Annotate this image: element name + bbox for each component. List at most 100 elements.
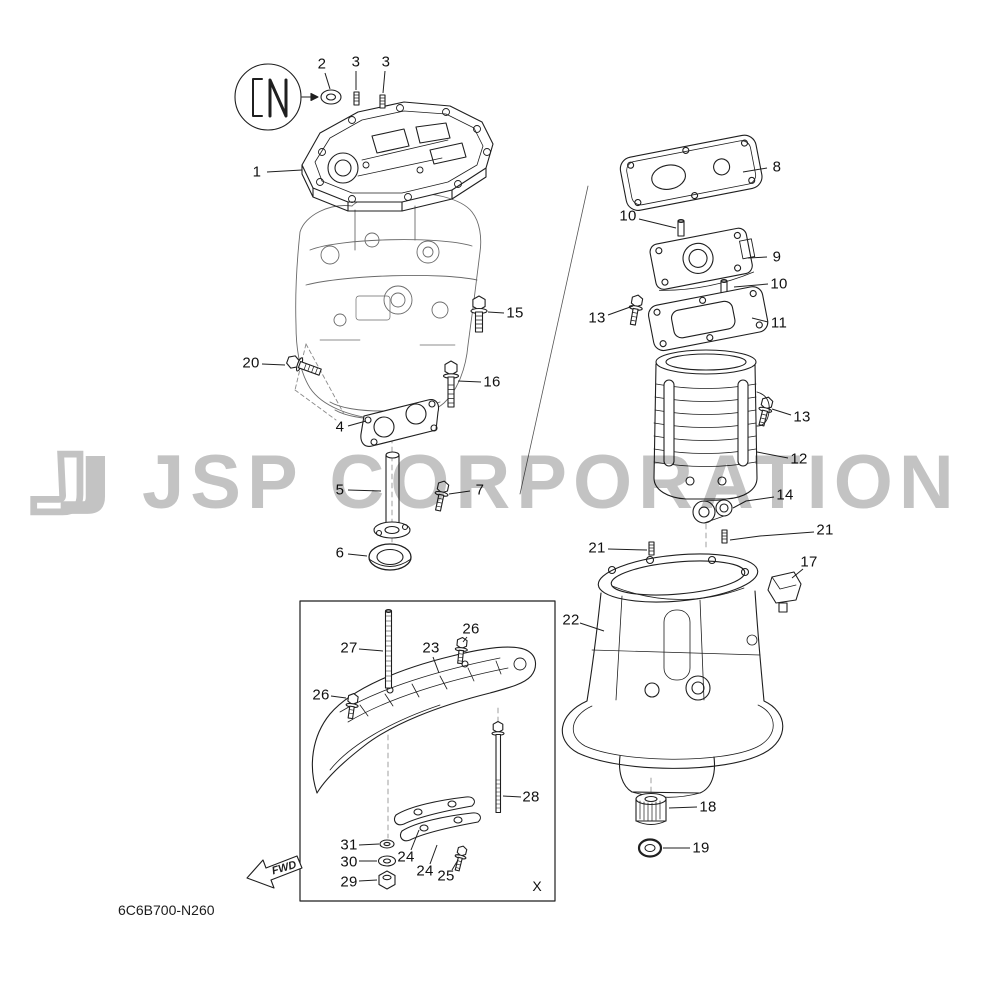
leader-line-26 <box>330 695 347 699</box>
part-21-studs <box>648 529 728 556</box>
callout-label-30: 30 <box>340 853 358 871</box>
leader-line-8 <box>742 167 768 173</box>
leader-line-16 <box>457 380 482 383</box>
leader-line-15 <box>487 311 505 314</box>
part-30-washer <box>377 855 397 867</box>
part-6-seal <box>368 543 412 571</box>
callout-label-10: 10 <box>619 207 637 225</box>
leader-line-4 <box>347 420 367 427</box>
leader-line-9 <box>747 256 768 259</box>
leader-line-10 <box>733 283 769 288</box>
leader-line-25 <box>451 859 459 871</box>
callout-label-9: 9 <box>772 248 782 266</box>
leader-line-17 <box>791 568 804 579</box>
leader-line-20 <box>261 363 286 366</box>
part-18-bushing <box>635 792 667 825</box>
leader-line-29 <box>358 879 378 882</box>
part-23-upper-casing <box>311 646 537 794</box>
callout-label-27: 27 <box>340 639 358 657</box>
drawing-code: 6C6B700-N260 <box>118 902 215 918</box>
part-28-bolt <box>491 720 505 814</box>
callout-label-18: 18 <box>699 798 717 816</box>
part-13-bolt-a <box>628 294 644 326</box>
part-2-washer <box>320 89 342 105</box>
callout-label-26: 26 <box>462 620 480 638</box>
leader-line-24 <box>410 829 420 851</box>
part-16-bolt <box>442 360 460 408</box>
callout-label-10: 10 <box>770 275 788 293</box>
leader-line-28 <box>502 795 522 798</box>
callout-label-7: 7 <box>475 481 485 499</box>
callout-label-26: 26 <box>312 686 330 704</box>
part-9-plate <box>649 227 756 291</box>
callout-label-14: 14 <box>776 486 794 504</box>
callout-label-3: 3 <box>351 53 361 71</box>
leader-line-26 <box>462 636 468 643</box>
callout-label-13: 13 <box>793 408 811 426</box>
leader-line-31 <box>358 843 380 846</box>
part-14-gasket <box>692 499 733 524</box>
callout-label-17: 17 <box>800 553 818 571</box>
part-17-damper <box>767 571 802 613</box>
callout-label-15: 15 <box>506 304 524 322</box>
callout-label-20: 20 <box>242 354 260 372</box>
leader-line-24 <box>429 844 438 865</box>
callout-label-21: 21 <box>816 521 834 539</box>
leader-line-6 <box>347 553 368 557</box>
part-22-housing <box>561 553 784 798</box>
part-1-exhaust-guide <box>301 101 494 212</box>
callout-label-11: 11 <box>770 314 788 332</box>
leader-line-21 <box>607 548 648 551</box>
callout-label-2: 2 <box>317 55 327 73</box>
callout-label-6: 6 <box>335 544 345 562</box>
callout-label-22: 22 <box>562 611 580 629</box>
callout-label-4: 4 <box>335 418 345 436</box>
callout-label-8: 8 <box>772 158 782 176</box>
leader-line-12 <box>756 451 789 459</box>
detail-box <box>299 600 556 902</box>
part-7-bolt <box>434 480 450 512</box>
part-20-bolt <box>286 355 322 376</box>
part-11-gasket <box>648 286 769 352</box>
part-13-bolt-b <box>758 396 774 427</box>
part-5-tube <box>373 451 411 539</box>
leader-line-27 <box>358 648 384 652</box>
part-29-nut <box>378 870 396 890</box>
part-8-gasket <box>619 134 763 211</box>
part-31-washer <box>379 839 395 849</box>
leader-line-5 <box>347 489 382 492</box>
part-19-ring <box>637 838 663 858</box>
callout-label-3: 3 <box>381 53 391 71</box>
leader-line-2 <box>324 72 331 90</box>
callout-label-29: 29 <box>340 873 358 891</box>
callout-label-19: 19 <box>692 839 710 857</box>
leader-line-23 <box>432 656 440 674</box>
part-12-muffler <box>653 349 770 500</box>
callout-label-5: 5 <box>335 481 345 499</box>
part-26-bolt-b <box>345 693 359 720</box>
leader-line-22 <box>579 622 605 632</box>
leader-line-1 <box>266 169 303 173</box>
leader-line-3 <box>382 70 386 94</box>
part-3-studs <box>353 91 386 109</box>
leader-line-21 <box>729 531 815 541</box>
part-2-grommet-detail <box>234 63 319 131</box>
part-24-clamp-plates <box>393 796 481 842</box>
callout-label-24: 24 <box>397 848 415 866</box>
callout-label-12: 12 <box>790 450 808 468</box>
callout-label-28: 28 <box>522 788 540 806</box>
leader-line-13 <box>771 408 792 416</box>
leader-line-14 <box>732 496 775 509</box>
callout-label-23: 23 <box>422 639 440 657</box>
callout-label-31: 31 <box>340 836 358 854</box>
fwd-arrow-icon: FWD <box>246 855 303 889</box>
callout-label-21: 21 <box>588 539 606 557</box>
callout-label-25: 25 <box>437 867 455 885</box>
callout-label-1: 1 <box>252 163 262 181</box>
part-25-bolt <box>454 845 468 872</box>
callout-label-24: 24 <box>416 862 434 880</box>
leader-line-10 <box>638 218 677 229</box>
callout-label-13: 13 <box>588 309 606 327</box>
